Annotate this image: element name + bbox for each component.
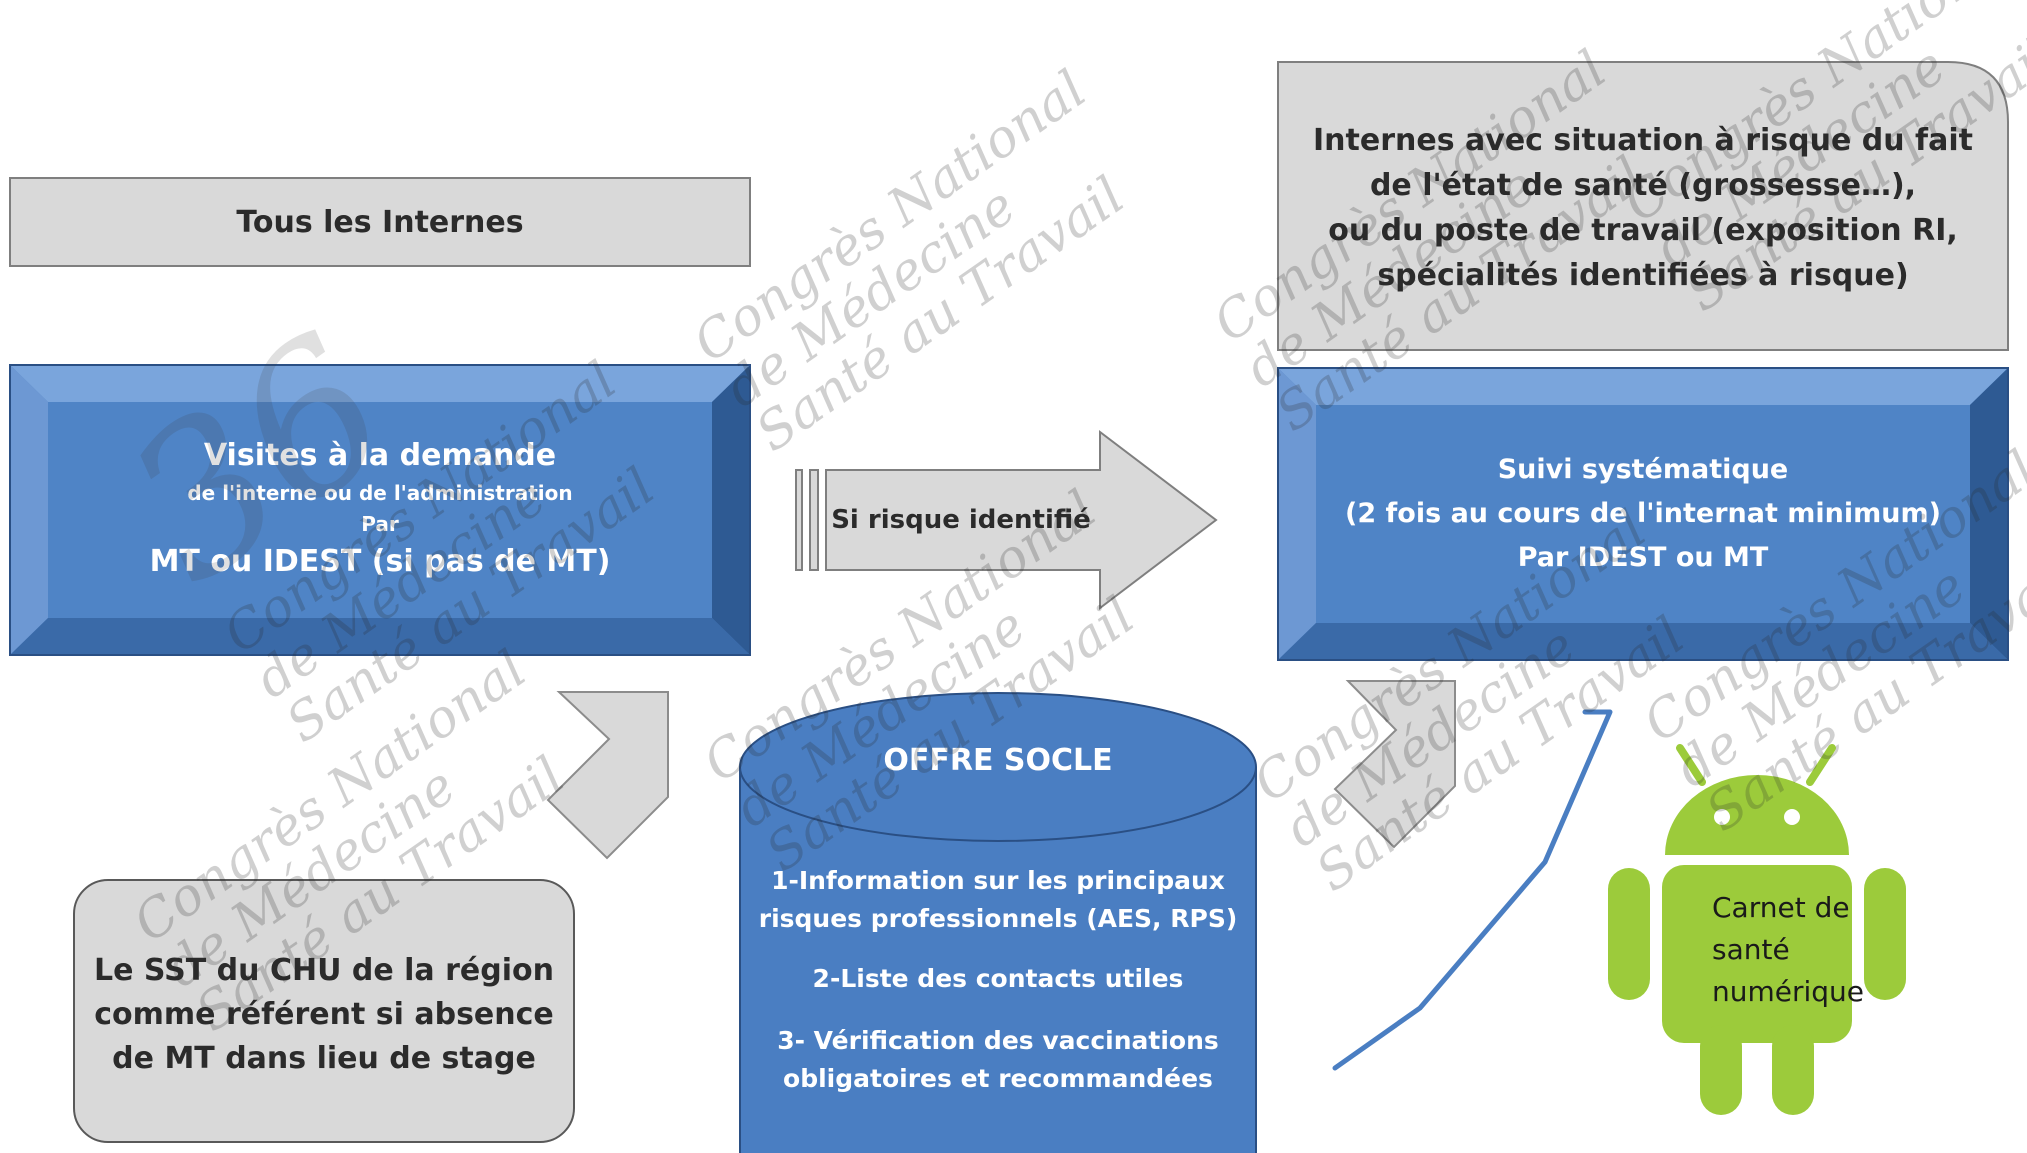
box-left-line4: MT ou IDEST (si pas de MT) (149, 544, 611, 579)
risk-arrow (795, 429, 1218, 611)
sst-line-2: comme référent si absence (94, 997, 554, 1032)
box-left-line2: de l'interne ou de l'administration (187, 481, 573, 505)
box-right-text: Suivi systématique (2 fois au cours de l… (1316, 405, 1970, 623)
cylinder-item-1: 1-Information sur les principaux risques… (758, 866, 1238, 933)
cylinder-item-2: 2-Liste des contacts utiles (812, 964, 1184, 993)
box-left-line3: Par (361, 512, 399, 536)
sst-box-text: Le SST du CHU de la région comme référen… (74, 930, 574, 1100)
android-icon (1608, 744, 1906, 1115)
header-right-label: Internes avec situation à risque du fait… (1278, 110, 2008, 306)
offre-socle-cylinder (739, 692, 1257, 1153)
box-right-line3: Par IDEST ou MT (1517, 542, 1769, 573)
cylinder-item-3: 3- Vérification des vaccinations obligat… (777, 1026, 1219, 1093)
sst-line-1: Le SST du CHU de la région (94, 953, 554, 988)
up-arrow-left (546, 691, 669, 860)
box-left-text: Visites à la demande de l'interne ou de … (48, 402, 712, 618)
sst-line-3: de MT dans lieu de stage (112, 1041, 536, 1076)
arrow-label: Si risque identifié (831, 505, 1091, 535)
box-left-bevel (9, 364, 751, 656)
header-right-line-3: ou du poste de travail (exposition RI, (1328, 213, 1958, 248)
carnet-line-3: numérique (1712, 975, 1865, 1008)
sst-box (73, 879, 575, 1143)
brace-bracket (1332, 709, 1613, 1071)
header-right-box (1277, 61, 2009, 351)
header-right-line-4: spécialités identifiées à risque) (1377, 258, 1909, 293)
header-left-label: Tous les Internes (236, 204, 524, 240)
carnet-line-1: Carnet de (1712, 891, 1850, 924)
box-right-bevel (1277, 367, 2009, 661)
up-arrow-right (1333, 680, 1456, 849)
carnet-label: Carnet de santé numérique (1712, 880, 1892, 1020)
carnet-line-2: santé (1712, 933, 1790, 966)
box-right-line2: (2 fois au cours de l'internat minimum) (1345, 498, 1941, 529)
header-right-line-2: de l'état de santé (grossesse…), (1369, 168, 1917, 203)
header-left-box (9, 177, 751, 267)
box-left-title: Visites à la demande (203, 438, 557, 473)
header-right-line-1: Internes avec situation à risque du fait (1313, 123, 1973, 158)
cylinder-title: OFFRE SOCLE (883, 742, 1113, 778)
box-right-title: Suivi systématique (1497, 454, 1789, 485)
cylinder-items: 1-Information sur les principaux risques… (752, 862, 1244, 1152)
